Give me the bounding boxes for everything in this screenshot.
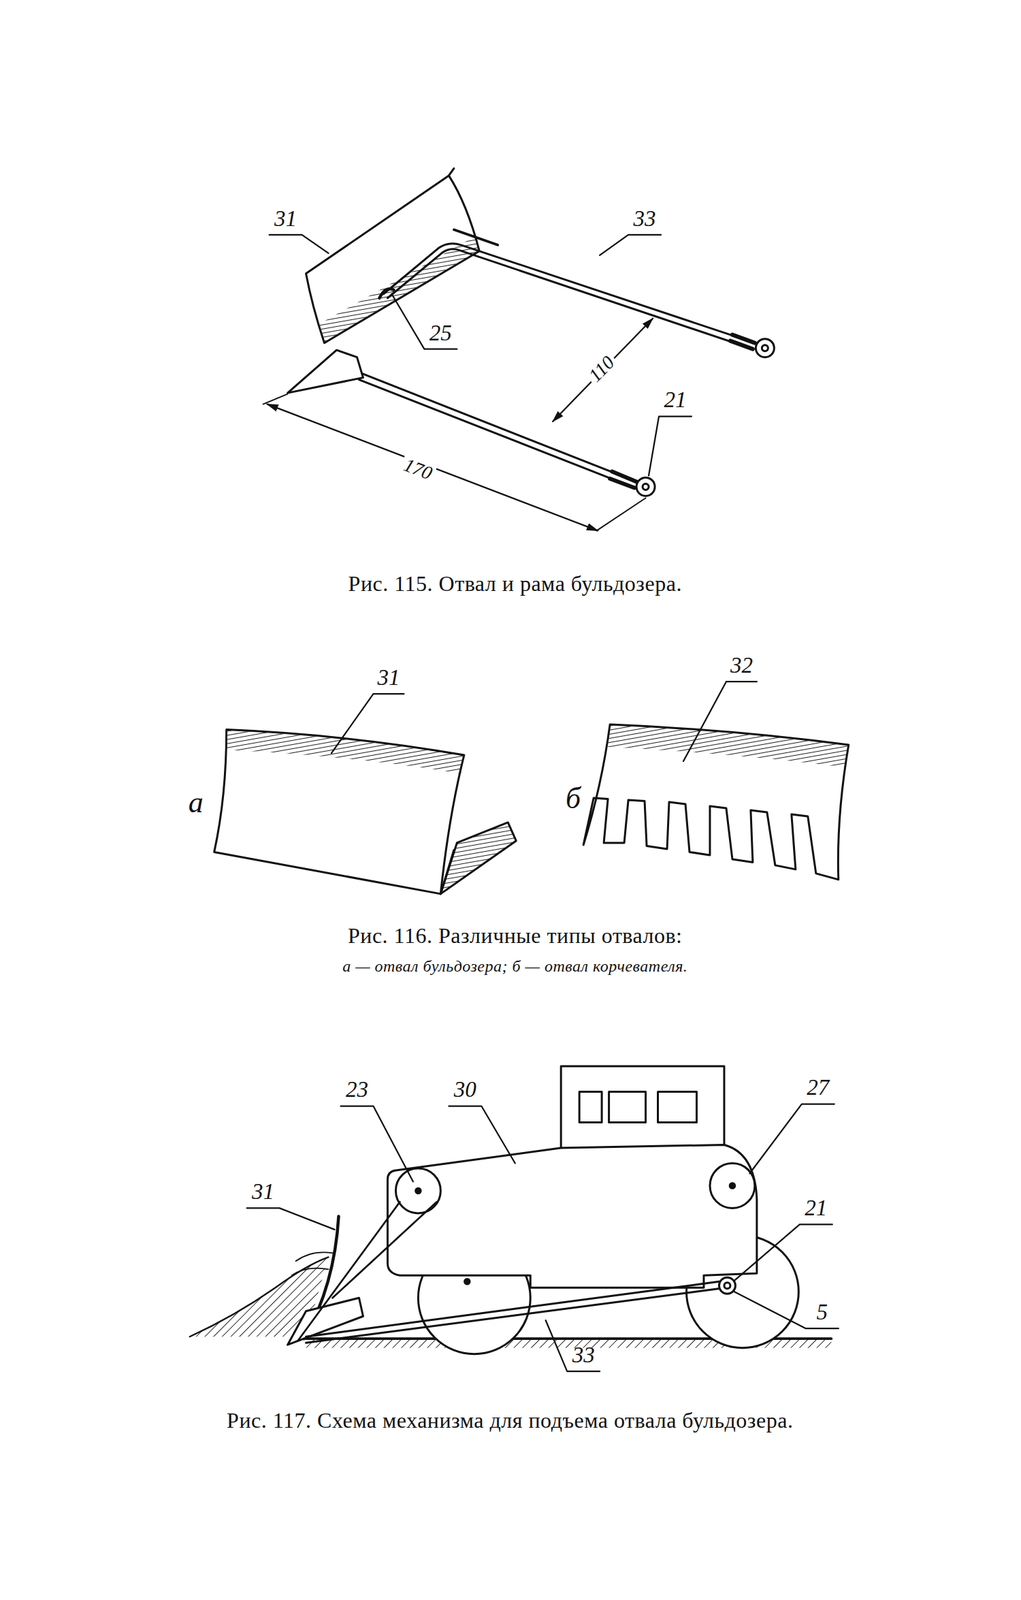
figure-caption: Рис. 116. Различные типы отвалов: [347,924,683,947]
callout-number: 23 [345,1078,369,1101]
callout-number: 31 [274,206,297,230]
callout-number: 21 [664,388,687,412]
blade-types [214,681,849,894]
callout-number: 21 [804,1196,828,1220]
callout-number: 30 [454,1078,477,1101]
callout-number: 5 [816,1300,829,1324]
variant-letter: а [188,787,204,818]
callout-number: 27 [806,1076,830,1099]
dimension: 110 [583,350,620,388]
blade-and-frame [263,168,775,531]
variant-letter: б [565,783,581,814]
callout-number: 32 [730,654,753,677]
dimension: 170 [398,454,438,484]
figure-subcaption: а — отвал бульдозера; б — отвал корчеват… [342,957,688,975]
callout-number: 31 [251,1180,275,1203]
figure-caption: Рис. 117. Схема механизма для подъема от… [226,1408,793,1431]
callout-number: 25 [429,321,452,344]
bulldozer-scheme [189,1065,839,1371]
callout-number: 31 [377,666,400,689]
callout-number: 33 [572,1343,595,1367]
callout-number: 33 [633,206,657,230]
figure-caption: Рис. 115. Отвал и рама бульдозера. [348,572,683,595]
